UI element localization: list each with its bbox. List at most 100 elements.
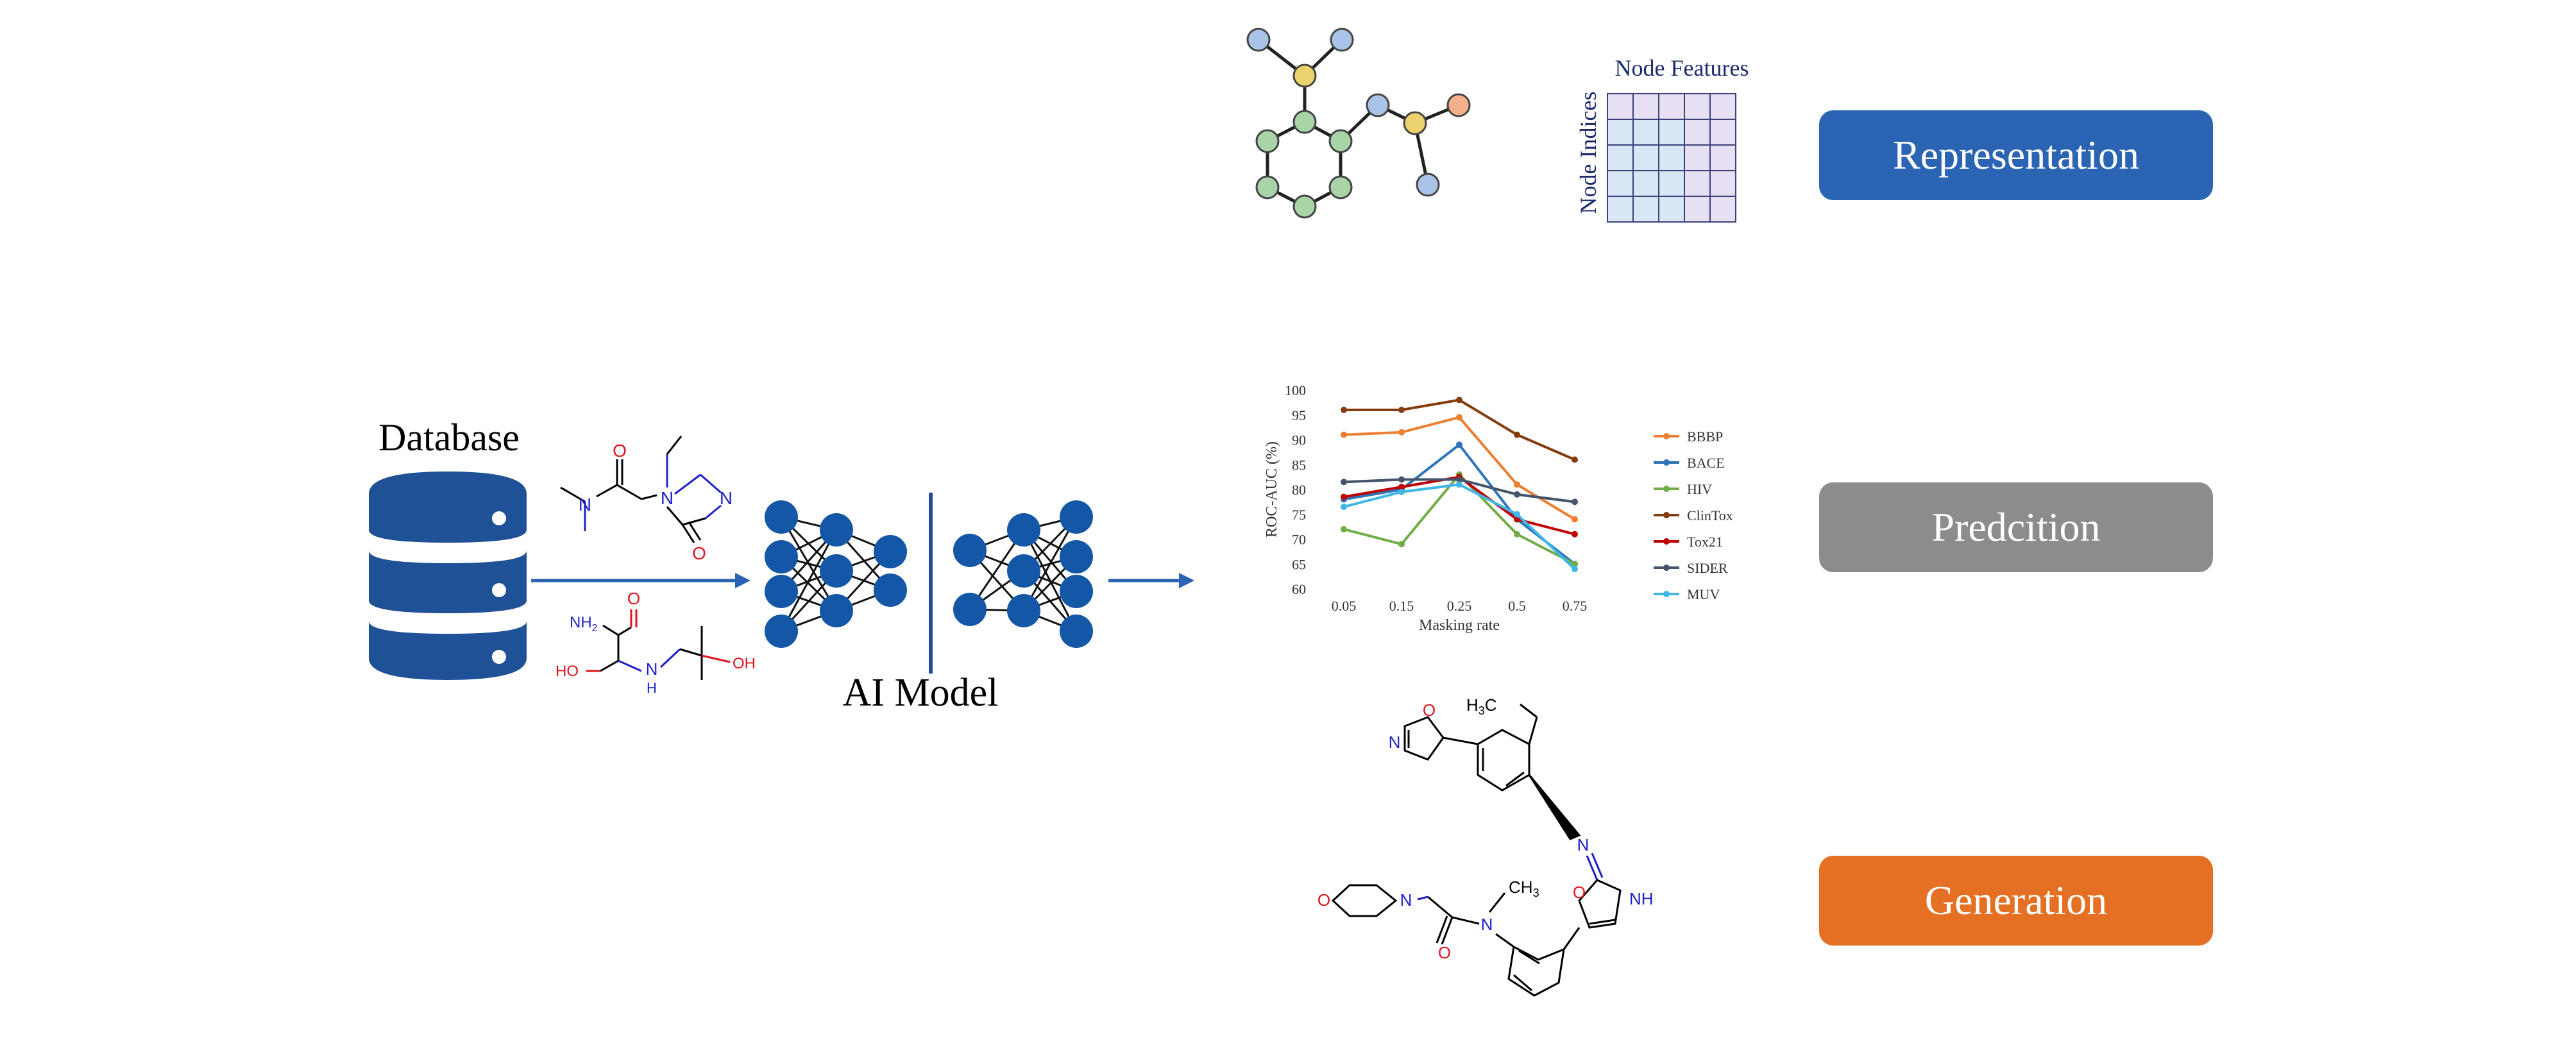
y-tick-label: 80 — [1292, 482, 1306, 498]
graph-node — [1366, 93, 1390, 117]
graph-node — [1292, 110, 1317, 134]
legend-label: BBBP — [1687, 429, 1723, 445]
data-point — [1514, 491, 1520, 498]
data-point — [1514, 481, 1520, 488]
y-tick-label: 95 — [1292, 407, 1306, 423]
atom-label: O — [627, 589, 640, 608]
encoder-network — [765, 500, 907, 648]
atom-label: NH — [1629, 889, 1654, 908]
atom-label: N — [1400, 890, 1412, 910]
legend-marker — [1663, 459, 1670, 466]
decoder-network — [953, 500, 1093, 648]
legend-label: ClinTox — [1687, 507, 1733, 523]
atom-label: N — [646, 659, 658, 679]
legend-marker — [1663, 512, 1670, 518]
data-point — [1398, 484, 1405, 491]
network-node — [1060, 500, 1093, 534]
x-tick-label: 0.25 — [1447, 598, 1472, 614]
model-divider — [929, 493, 933, 674]
data-point — [1456, 476, 1462, 483]
data-point — [1572, 498, 1578, 505]
matrix-cell — [1632, 144, 1659, 171]
representation-box: Representation — [1819, 110, 2213, 200]
atom-label: O — [1438, 943, 1451, 962]
legend-marker — [1663, 564, 1670, 571]
data-point — [1456, 396, 1462, 403]
node-indices-label: Node Indices — [1575, 92, 1601, 214]
graph-node — [1246, 28, 1271, 52]
network-node — [820, 594, 853, 627]
atom-label: CH3 — [1509, 878, 1539, 899]
y-axis-label: ROC-AUC (%) — [1264, 441, 1280, 538]
y-tick-label: 100 — [1285, 382, 1306, 398]
data-point — [1341, 407, 1347, 413]
graph-node — [1328, 175, 1353, 199]
series-line — [1343, 472, 1575, 566]
network-node — [1060, 615, 1093, 648]
graph-node — [1255, 175, 1280, 199]
atom-label: O — [1573, 883, 1586, 902]
legend-marker — [1663, 538, 1670, 545]
data-point — [1456, 481, 1462, 488]
data-point — [1341, 431, 1347, 438]
input-molecule-top — [560, 436, 722, 543]
matrix-cell — [1607, 144, 1634, 171]
arrow-to-outputs — [1108, 573, 1194, 588]
atom-label: H3C — [1466, 695, 1497, 717]
data-point — [1572, 566, 1578, 572]
network-edge — [1022, 516, 1078, 611]
matrix-cell — [1709, 170, 1736, 197]
x-axis-label: Masking rate — [1419, 617, 1500, 634]
atom-label: HO — [555, 663, 579, 680]
graph-node — [1416, 173, 1440, 197]
matrix-cell — [1632, 170, 1659, 197]
network-node — [765, 500, 798, 534]
data-point — [1514, 516, 1520, 523]
atom-label: O — [692, 543, 706, 563]
network-node — [1007, 513, 1040, 547]
matrix-cell — [1684, 93, 1711, 120]
y-tick-label: 65 — [1292, 556, 1306, 572]
data-point — [1398, 407, 1405, 413]
matrix-cell — [1684, 170, 1711, 197]
graph-node — [1292, 194, 1317, 219]
network-node — [1060, 575, 1093, 608]
matrix-cell — [1632, 119, 1659, 146]
y-tick-label: 85 — [1292, 457, 1306, 473]
atom-label: N — [1481, 915, 1493, 934]
data-point — [1572, 530, 1578, 538]
data-point — [1341, 504, 1347, 511]
graph-node — [1328, 129, 1353, 153]
matrix-cell — [1607, 170, 1634, 197]
y-tick-label: 60 — [1292, 581, 1306, 597]
database-label: Database — [378, 416, 520, 459]
molecular-graph — [1246, 28, 1471, 219]
matrix-cell — [1658, 170, 1685, 197]
network-node — [953, 593, 987, 626]
network-node — [765, 575, 798, 608]
atom-label: O — [1318, 890, 1330, 910]
legend-marker — [1663, 591, 1670, 597]
graph-node — [1446, 93, 1471, 117]
input-molecule-bottom — [586, 609, 731, 680]
series-line — [1344, 398, 1575, 461]
matrix-cell — [1684, 144, 1711, 171]
data-point — [1456, 414, 1462, 421]
data-point — [1572, 561, 1578, 568]
data-point — [1572, 516, 1578, 523]
graph-node — [1255, 129, 1280, 153]
prediction-box: Predcition — [1819, 482, 2213, 572]
data-point — [1456, 441, 1462, 448]
matrix-cell — [1658, 93, 1685, 120]
network-node — [820, 554, 853, 588]
series-line — [1343, 416, 1576, 521]
data-point — [1514, 511, 1520, 518]
atom-label: N — [661, 488, 674, 508]
x-tick-label: 0.75 — [1563, 598, 1588, 614]
matrix-cell — [1607, 119, 1634, 146]
y-tick-label: 90 — [1292, 432, 1306, 448]
data-point — [1398, 429, 1405, 436]
x-tick-label: 0.15 — [1389, 598, 1414, 614]
database-icon — [369, 471, 527, 680]
